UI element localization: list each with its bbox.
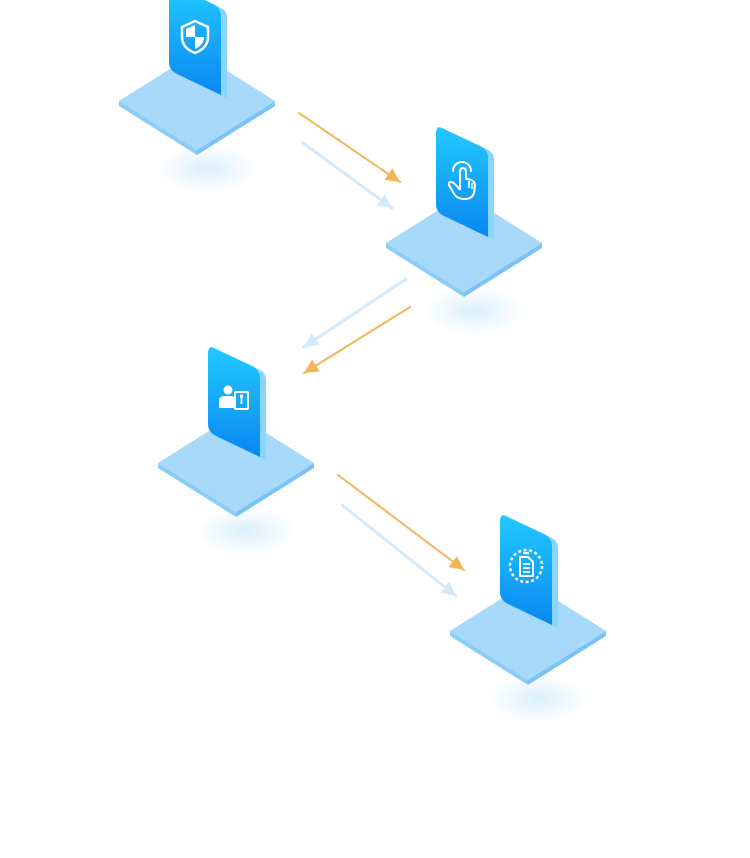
connector-ghost-2 <box>302 277 408 349</box>
step-4-card <box>500 515 558 628</box>
shield-icon <box>180 19 210 55</box>
step-4-shadow <box>488 675 588 723</box>
connector-ghost-1 <box>301 141 394 210</box>
step-2 <box>386 127 542 335</box>
step-2-platform <box>386 194 542 297</box>
connector-ghost-3 <box>340 503 458 598</box>
person-document-icon <box>219 385 249 410</box>
connector-arrow-3 <box>337 474 465 598</box>
step-3 <box>158 347 314 555</box>
tap-hand-icon <box>447 161 476 200</box>
connector-arrow-2 <box>302 277 411 374</box>
step-1-shadow <box>157 145 257 193</box>
step-4-platform <box>450 582 606 685</box>
gear-document-icon <box>508 548 544 584</box>
step-2-card <box>436 127 494 240</box>
step-1-platform <box>119 52 275 155</box>
connector-main-2 <box>303 306 411 374</box>
connector-main-1 <box>298 112 401 183</box>
step-3-platform <box>158 414 314 517</box>
step-3-shadow <box>196 507 296 555</box>
connector-main-3 <box>337 474 465 571</box>
connector-layer <box>298 112 465 598</box>
connector-arrow-1 <box>298 112 401 210</box>
step-4 <box>450 515 606 723</box>
step-2-shadow <box>424 287 524 335</box>
step-1 <box>119 0 275 193</box>
